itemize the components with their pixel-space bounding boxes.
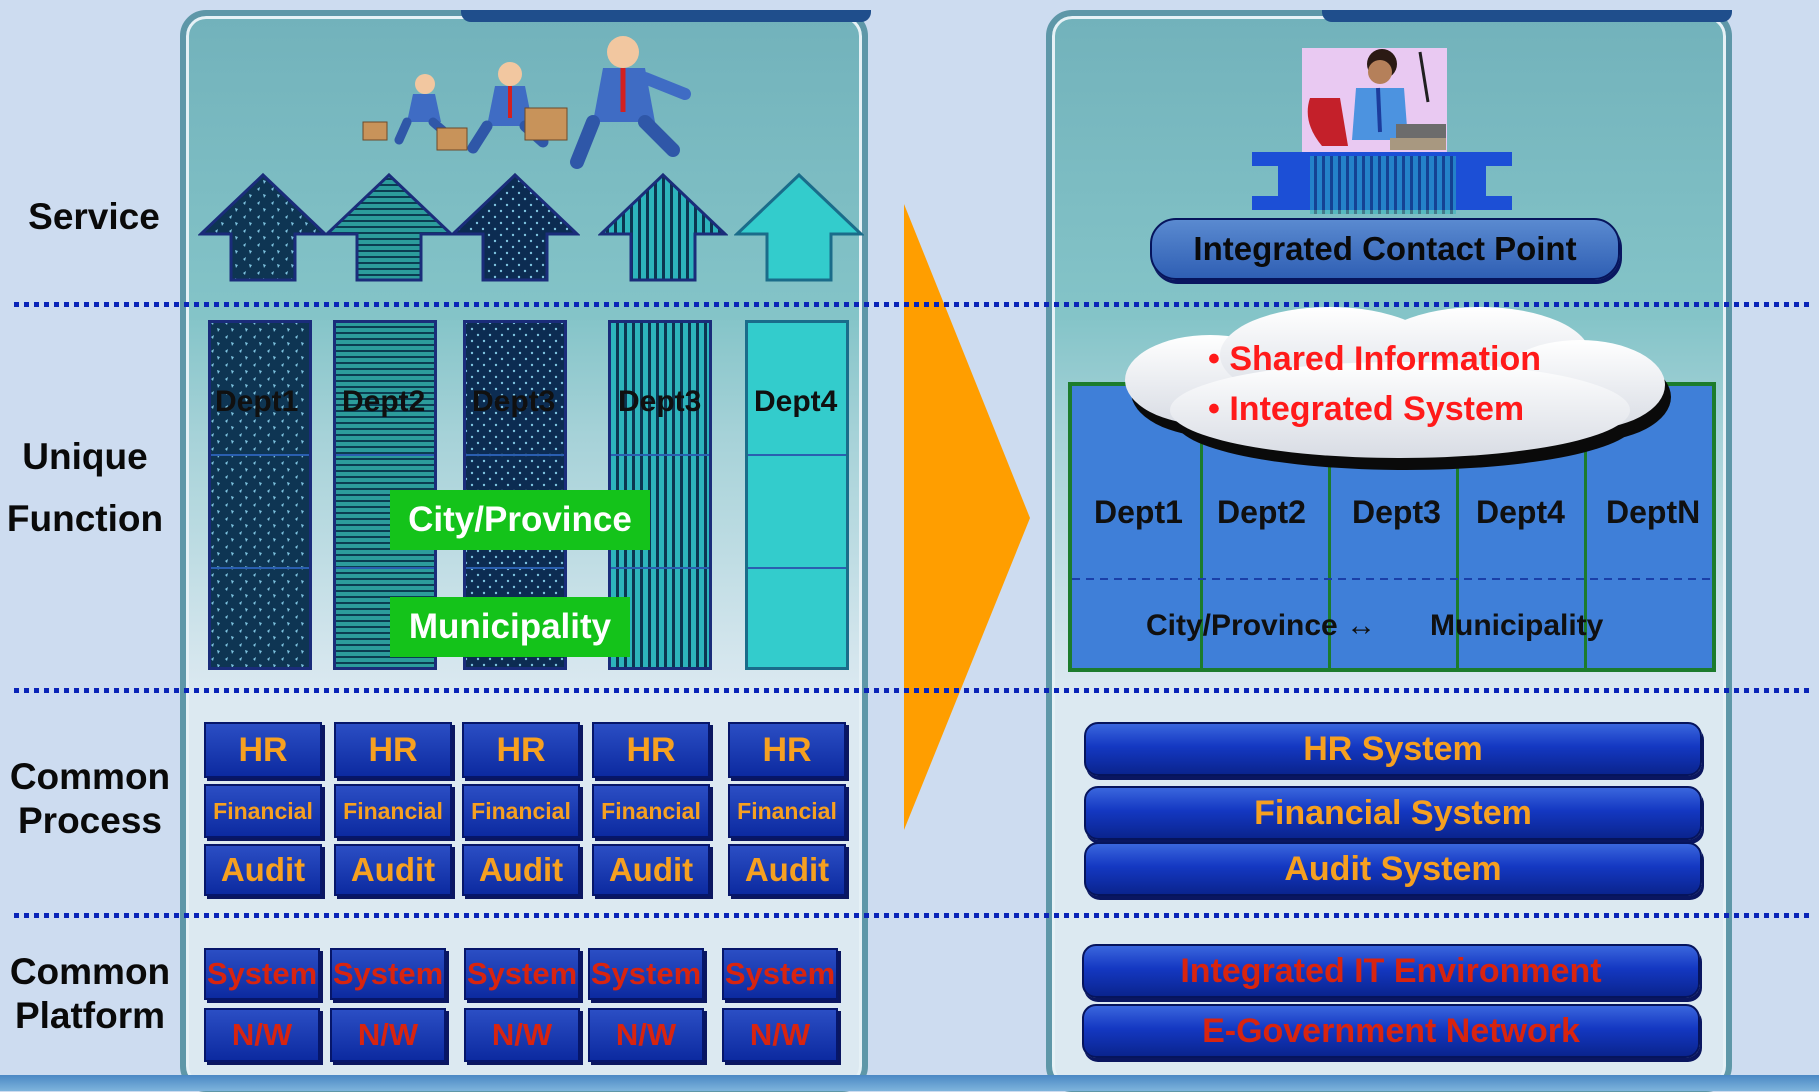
left-system-box-1: System [204, 948, 320, 1000]
left-nw-box-2: N/W [330, 1008, 446, 1062]
municipality-box: Municipality [390, 597, 630, 657]
left-panel-tab [461, 10, 871, 22]
right-dept-label-2: Dept2 [1217, 494, 1306, 530]
left-financial-box-4: Financial [592, 784, 710, 838]
grid-divider-1 [1200, 386, 1203, 668]
dept-column-1 [208, 320, 312, 670]
left-audit-box-5: Audit [728, 844, 846, 896]
grid-dash-line [1072, 578, 1712, 580]
separator-line-1 [14, 302, 1814, 307]
separator-line-2 [14, 688, 1814, 693]
separator-line-3 [14, 913, 1814, 918]
left-audit-box-1: Audit [204, 844, 322, 896]
right-dept-label-5: DeptN [1606, 494, 1701, 530]
financial-system-bar: Financial System [1084, 786, 1702, 840]
left-dept-label-4: Dept3 [618, 385, 702, 418]
left-dept-label-2: Dept2 [342, 385, 426, 418]
left-system-box-4: System [588, 948, 704, 1000]
left-audit-box-2: Audit [334, 844, 452, 896]
service-arrow-5-icon [734, 172, 864, 282]
row-label-process-line2: Process [18, 800, 162, 842]
right-panel-tab [1322, 10, 1732, 22]
row-label-platform-line2: Platform [14, 995, 166, 1037]
cloud-item-2: • Integrated System [1208, 390, 1525, 428]
row-label-unique-line2: Function [6, 498, 164, 540]
grid-divider-4 [1584, 386, 1587, 668]
right-dept-label-3: Dept3 [1352, 494, 1441, 530]
grid-divider-2 [1328, 386, 1331, 668]
cloud-item-1: • Shared Information [1208, 340, 1542, 378]
hr-system-bar: HR System [1084, 722, 1702, 776]
left-hr-box-1: HR [204, 722, 322, 778]
left-nw-box-1: N/W [204, 1008, 320, 1062]
dept-column-5 [745, 320, 849, 670]
left-financial-box-1: Financial [204, 784, 322, 838]
row-label-process-line1: Common [9, 756, 171, 797]
transition-arrow-icon [904, 204, 1030, 830]
left-nw-box-5: N/W [722, 1008, 838, 1062]
left-nw-box-3: N/W [464, 1008, 580, 1062]
city-province-box: City/Province [390, 490, 650, 550]
egov-network-bar: E-Government Network [1082, 1004, 1700, 1058]
right-municipality-label: Municipality [1430, 609, 1604, 642]
right-city-province-link: City/Province ↔ [1146, 609, 1377, 642]
audit-system-bar: Audit System [1084, 842, 1702, 896]
running-businessmen-icon [362, 36, 691, 169]
left-hr-box-4: HR [592, 722, 710, 778]
left-dept-label-5: Dept4 [754, 385, 838, 418]
cloud-shape-icon [1125, 307, 1671, 470]
left-audit-box-3: Audit [462, 844, 580, 896]
left-dept-label-1: Dept1 [215, 385, 299, 418]
left-financial-box-2: Financial [334, 784, 452, 838]
left-nw-box-4: N/W [588, 1008, 704, 1062]
service-arrow-1-icon [198, 172, 328, 282]
left-system-box-5: System [722, 948, 838, 1000]
bottom-strip [0, 1075, 1819, 1091]
left-hr-box-3: HR [462, 722, 580, 778]
grid-divider-3 [1456, 386, 1459, 668]
integrated-it-environment-bar: Integrated IT Environment [1082, 944, 1700, 998]
right-dept-label-1: Dept1 [1094, 494, 1183, 530]
service-arrow-2-icon [324, 172, 454, 282]
row-label-platform-line1: Common [9, 951, 171, 992]
row-label-unique-line1: Unique [22, 436, 148, 477]
row-label-service: Service [28, 196, 160, 237]
row-label-common-process: Common Process [5, 755, 175, 844]
left-financial-box-5: Financial [728, 784, 846, 838]
row-label-common-platform: Common Platform [5, 950, 175, 1039]
left-financial-box-3: Financial [462, 784, 580, 838]
left-audit-box-4: Audit [592, 844, 710, 896]
integrated-contact-point: Integrated Contact Point [1150, 218, 1620, 280]
left-hr-box-5: HR [728, 722, 846, 778]
left-hr-box-2: HR [334, 722, 452, 778]
row-label-unique-function: Unique Function [5, 435, 165, 542]
left-dept-label-3: Dept3 [472, 385, 556, 418]
office-worker-icon [1302, 48, 1447, 152]
left-system-box-3: System [464, 948, 580, 1000]
contact-pedestal-icon [1252, 152, 1512, 214]
service-arrow-4-icon [598, 172, 728, 282]
left-system-box-2: System [330, 948, 446, 1000]
service-arrow-3-icon [450, 172, 580, 282]
right-dept-label-4: Dept4 [1476, 494, 1565, 530]
